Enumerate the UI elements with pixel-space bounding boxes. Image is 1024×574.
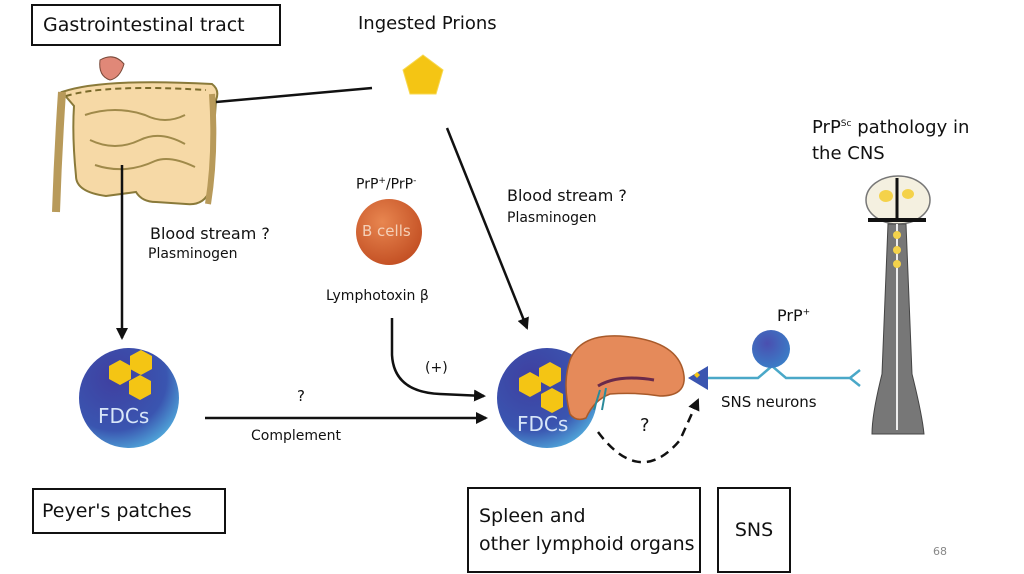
label-question-dashed: ? (640, 415, 650, 436)
cns-prp-text: PrP (812, 117, 841, 138)
label-question-complement: ? (297, 387, 305, 405)
cns-sc-sup: Sc (840, 119, 852, 129)
label-left-plasminogen: Plasminogen (148, 246, 238, 262)
prp-plus-sup: + (802, 307, 811, 318)
label-sns-neurons: SNS neurons (721, 393, 817, 411)
spleen-illustration (565, 335, 685, 421)
label-spleen-line2: other lymphoid organs (479, 533, 695, 555)
box-spleen-lymphoid: Spleen and other lymphoid organs (467, 487, 701, 573)
label-complement: Complement (251, 428, 341, 444)
label-b-cells: B cells (362, 222, 411, 240)
label-positive-effect: (+) (425, 360, 448, 376)
label-fdcs-right: FDCs (517, 412, 569, 436)
arrow-fdc-to-neuron-dashed (597, 398, 700, 464)
label-lymphotoxin: Lymphotoxin β (326, 288, 429, 304)
fdc-cell-left (79, 348, 179, 448)
arrow-prions-to-spleen (445, 127, 529, 330)
box-peyers-patches: Peyer's patches (32, 488, 226, 534)
box-gastrointestinal-tract: Gastrointestinal tract (31, 4, 281, 46)
cns-pathology-text: pathology in (851, 117, 970, 138)
label-cns-pathology: PrPSc pathology in the CNS (812, 111, 969, 167)
genotype-sup-b: - (413, 176, 417, 186)
genotype-prp-b: /PrP (385, 176, 414, 193)
label-b-cell-genotype: PrP+/PrP- (356, 176, 416, 193)
cns-line2-text: the CNS (812, 143, 885, 164)
genotype-sup-a: + (378, 176, 386, 186)
label-right-blood-stream: Blood stream ? (507, 186, 627, 205)
page-number: 68 (933, 545, 947, 558)
arrow-lymphotoxin (390, 318, 486, 402)
label-left-blood-stream: Blood stream ? (150, 224, 270, 243)
b-cell-circle (356, 199, 422, 265)
label-sns: SNS (734, 519, 774, 541)
prp-plus-text: PrP (777, 306, 803, 325)
label-fdcs-left: FDCs (98, 404, 150, 428)
genotype-prp-a: PrP (356, 176, 379, 193)
gut-prion-connector (215, 86, 373, 104)
label-ingested-prions: Ingested Prions (358, 13, 497, 34)
prion-pentagon-icon (402, 54, 444, 95)
gastrointestinal-tract-illustration (52, 56, 219, 213)
cns-brain-spinal-cord-illustration (865, 175, 931, 435)
label-gastrointestinal-tract: Gastrointestinal tract (43, 14, 245, 36)
label-spleen-line1: Spleen and (479, 505, 586, 527)
label-right-plasminogen: Plasminogen (507, 210, 597, 226)
box-sns: SNS (717, 487, 791, 573)
label-prp-plus: PrP+ (777, 306, 810, 325)
label-peyers-patches: Peyer's patches (42, 500, 192, 522)
sns-neuron (688, 330, 861, 390)
